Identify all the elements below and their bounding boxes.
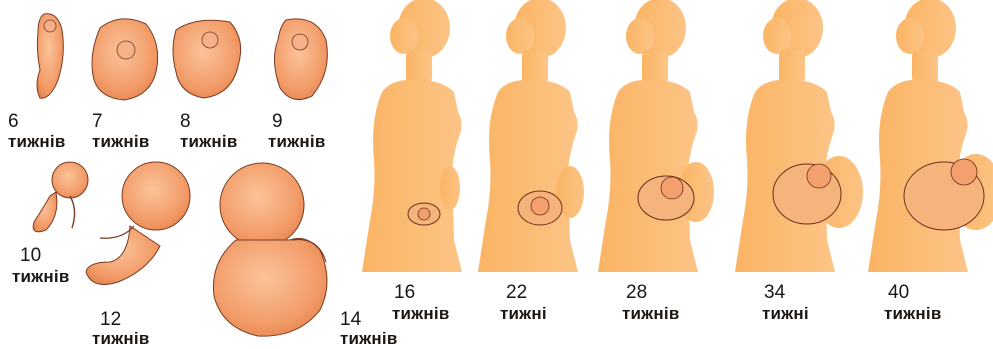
- stage-40-number: 40: [888, 283, 909, 302]
- fetus-12-weeks: [86, 162, 190, 284]
- stage-7-unit: тижнів: [92, 133, 149, 150]
- stage-40-unit: тижнів: [884, 305, 941, 322]
- stage-10-number: 10: [20, 246, 41, 265]
- stage-14-number: 14: [340, 310, 361, 329]
- stage-10-unit: тижнів: [12, 268, 69, 285]
- embryo-6-weeks: [37, 14, 63, 98]
- stage-9-unit: тижнів: [268, 133, 325, 150]
- stage-34-number: 34: [764, 283, 785, 302]
- stage-9-number: 9: [272, 112, 283, 131]
- stage-8-number: 8: [180, 112, 191, 131]
- stage-34-unit: тижні: [762, 305, 809, 322]
- stage-6-unit: тижнів: [8, 133, 65, 150]
- stage-16-unit: тижнів: [392, 305, 449, 322]
- pregnancy-40-weeks: [868, 0, 993, 272]
- pregnancy-16-weeks: [362, 0, 462, 272]
- stage-6-number: 6: [8, 112, 19, 131]
- fetus-14-weeks: [213, 163, 327, 336]
- embryo-7-weeks: [92, 19, 158, 100]
- embryo-8-weeks: [173, 20, 241, 98]
- stage-8-unit: тижнів: [180, 133, 237, 150]
- stage-22-number: 22: [506, 283, 527, 302]
- stage-22-unit: тижні: [500, 305, 547, 322]
- stage-28-unit: тижнів: [622, 305, 679, 322]
- pregnancy-28-weeks: [598, 0, 714, 272]
- stage-14-unit: тижнів: [340, 330, 397, 347]
- stage-16-number: 16: [394, 283, 415, 302]
- pregnancy-34-weeks: [735, 0, 863, 272]
- fetus-10-weeks: [33, 162, 88, 232]
- stage-12-unit: тижнів: [92, 330, 149, 347]
- stage-12-number: 12: [100, 310, 121, 329]
- pregnancy-22-weeks: [478, 0, 584, 272]
- embryo-9-weeks: [274, 19, 327, 100]
- stage-28-number: 28: [626, 283, 647, 302]
- stage-7-number: 7: [92, 112, 103, 131]
